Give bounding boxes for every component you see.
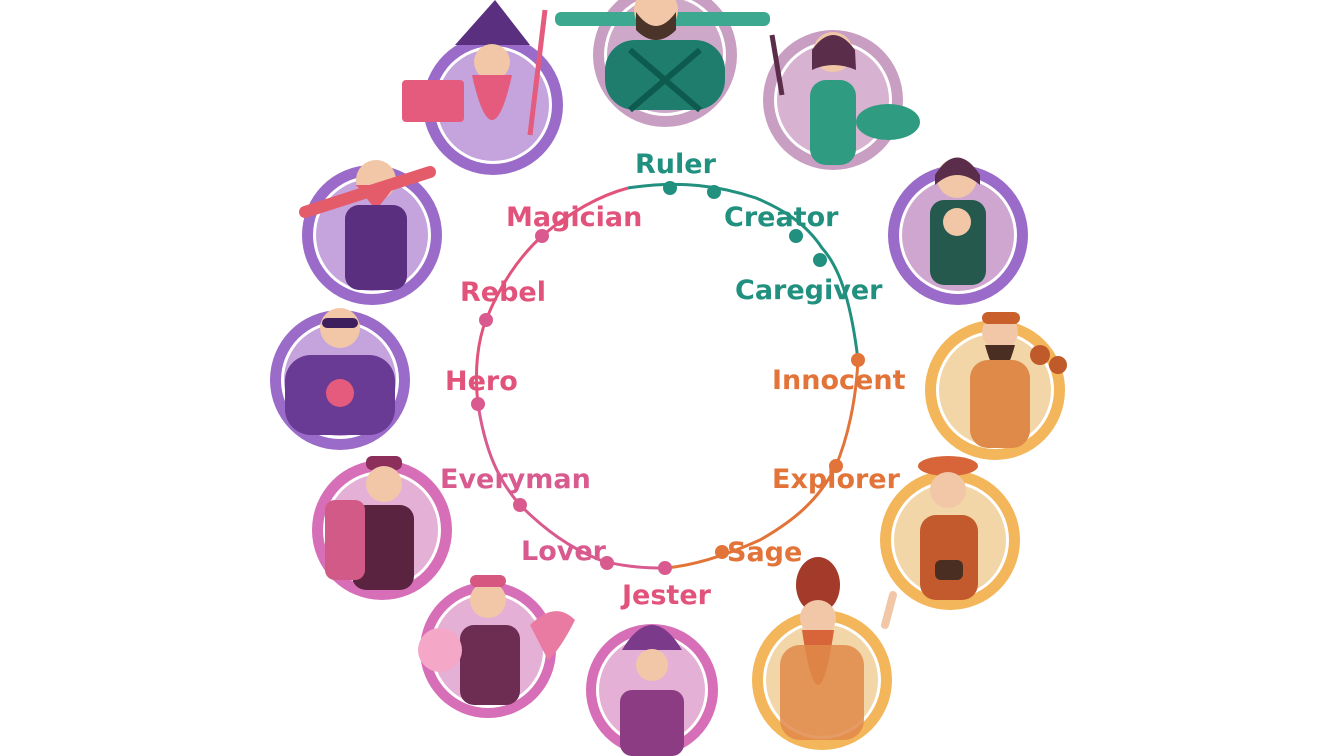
delivery-man-icon (312, 456, 452, 600)
warrior-with-sword-icon (555, 0, 770, 127)
hippie-with-flowers-icon (925, 312, 1067, 460)
label-creator: Creator (724, 202, 839, 233)
node-ruler-2 (707, 185, 721, 199)
character-medallions (270, 0, 1067, 756)
node-magician (535, 229, 549, 243)
node-lover (600, 556, 614, 570)
label-magician: Magician (506, 202, 642, 233)
label-explorer: Explorer (772, 464, 901, 495)
ring-nodes (471, 181, 865, 575)
node-caregiver (813, 253, 827, 267)
painter-with-palette-icon (763, 30, 920, 170)
ring-segment-teal (627, 182, 860, 361)
ring-segment-pink-left (474, 186, 629, 405)
node-creator (789, 229, 803, 243)
node-explorer (829, 459, 843, 473)
label-sage: Sage (727, 537, 802, 568)
archetype-ring (474, 182, 860, 570)
archetype-labels: Ruler Creator Caregiver Innocent Explore… (440, 149, 906, 611)
traveler-with-binoculars-icon (880, 456, 1020, 610)
label-everyman: Everyman (440, 464, 591, 495)
label-lover: Lover (521, 536, 607, 567)
masked-rebel-icon (299, 160, 442, 305)
parent-with-baby-icon (888, 157, 1028, 305)
node-jester (658, 561, 672, 575)
sage-with-turban-icon (752, 557, 897, 750)
node-ruler (663, 181, 677, 195)
label-caregiver: Caregiver (735, 275, 883, 306)
ring-segment-pink-bottom (476, 403, 666, 570)
wizard-with-book-icon (402, 0, 563, 175)
node-sage (715, 545, 729, 559)
node-everyman (513, 498, 527, 512)
lover-with-flowers-icon (418, 575, 575, 718)
label-rebel: Rebel (460, 277, 546, 308)
ring-segment-orange (664, 359, 860, 570)
label-innocent: Innocent (772, 365, 906, 396)
superhero-icon (270, 308, 410, 450)
label-jester: Jester (620, 580, 712, 611)
jester-icon (586, 624, 718, 756)
node-innocent (851, 353, 865, 367)
node-rebel (479, 313, 493, 327)
label-ruler: Ruler (635, 149, 717, 180)
label-hero: Hero (445, 366, 518, 397)
node-hero (471, 397, 485, 411)
